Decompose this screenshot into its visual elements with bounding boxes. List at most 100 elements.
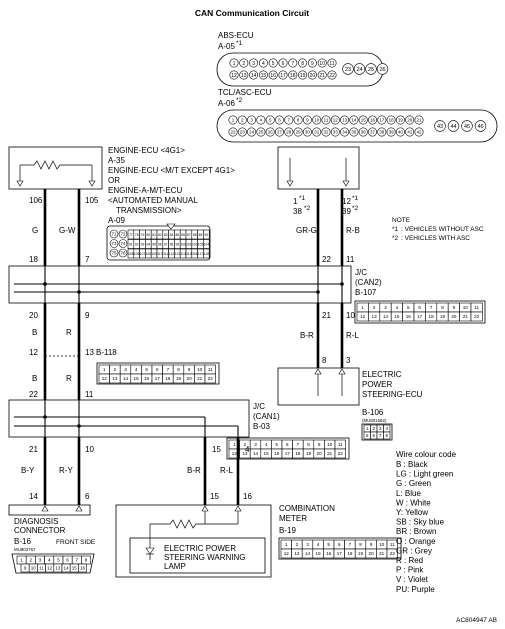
pin [118,248,128,258]
pin [258,70,268,80]
eps-ecu-line-2: POWER [362,380,392,389]
pin-number: 14 [351,118,357,123]
pin-number: 46 [477,124,483,130]
pin-number: 102 [192,243,198,247]
pin [256,127,266,137]
pin-number: 11 [324,118,329,123]
pin [340,115,350,125]
pin-number: 10 [379,542,385,547]
pin-number: 19 [300,73,306,79]
engine-ecu-line-6: <AUTOMATED MANUAL [108,196,198,205]
pin [349,127,359,137]
pin-number: 8 [177,367,180,372]
pin-number: 90 [204,233,208,237]
pin [268,70,278,80]
pin-number: 11 [329,61,334,67]
wire-color-b-upper: B [32,328,37,337]
wire-color-r-y: R-Y [59,466,73,475]
pin-number: 85 [175,233,179,237]
pin-cell [78,563,87,573]
pin-number: 112 [169,252,174,256]
pin-number: 105 [128,252,134,256]
wire-color-b-lower: B [32,374,37,383]
pin-number: 91 [129,243,133,247]
pin-number: 2 [114,367,117,372]
pin-number: 40 [398,130,404,135]
pin-number: 31 [314,130,320,135]
abs-pin-right-mark: *1 [352,195,359,202]
pin-number: 15 [394,314,400,319]
pin-number: 5 [269,118,272,123]
pin-number: 22 [474,314,480,319]
pin-number: 10 [463,305,469,310]
pin [377,115,387,125]
pin-number: 44 [450,124,456,130]
eps-pin-3: 3 [346,356,351,365]
pin-number: 5 [275,442,278,447]
pin-number: 8 [85,558,88,564]
pin-number: 15 [361,118,367,123]
pin-number: 1 [103,367,106,372]
pin-number: 43 [437,124,443,130]
pin-number: 21 [463,314,469,319]
pin-number: 42 [416,130,422,135]
abs-pin-left-alt-mark: *2 [304,205,311,212]
pin-number: 81 [152,233,156,237]
pin-number: 20 [369,551,375,556]
pin [118,239,128,248]
pin-number: 13 [112,376,118,381]
legend-item: BR : Brown [396,527,436,536]
wire-color-b-r-lower: B-R [187,466,201,475]
legend-item: L: Blue [396,489,421,498]
wire-color-g-w: G-W [59,226,76,235]
diagnosis-code: MU803767 [14,547,36,552]
pin [474,120,487,132]
pin-number: 4 [317,542,320,547]
pin-number: 15 [134,376,140,381]
note-title: NOTE [392,217,411,224]
legend-item: W : White [396,498,431,507]
pin-number: 89 [199,233,203,237]
pin-number: 16 [326,551,332,556]
pin [330,127,340,137]
legend-item: SB : Sky blue [396,518,445,527]
pin-cell [203,248,210,259]
warning-lamp-box [129,537,266,574]
wire-color-b-y: B-Y [21,466,35,475]
pin-number: 22 [208,376,214,381]
pin [298,70,308,80]
jc1-pin-21: 21 [29,445,38,454]
legend-item: PU: Purple [396,585,435,594]
pin-number: 18 [290,73,296,79]
pin-number: 12 [360,314,366,319]
pin-number: 88 [193,233,197,237]
pin [274,115,284,125]
meter-pin-15: 15 [210,492,219,501]
pin-number: 18 [165,376,171,381]
pin [317,58,327,68]
pin-number: 9 [453,305,456,310]
pin-number: 3 [379,426,382,431]
pin-number: 13 [294,551,300,556]
pin [414,115,424,125]
pin-number: 4 [262,61,265,67]
engine-ecu-line-3: ENGINE-ECU <M/T EXCEPT 4G1> [108,166,235,175]
pin [358,115,368,125]
pin-number: 21 [416,118,422,123]
pin [395,115,405,125]
pin-number: 4 [386,426,389,431]
note-mark-2: *2 [392,235,399,242]
legend-item: Y: Yellow [396,508,428,517]
pin-number: 32 [323,130,329,135]
pin-number: 9 [188,367,191,372]
engine-pin-105: 105 [85,196,99,205]
legend-item: G : Green [396,479,431,488]
pin [284,115,294,125]
pin-number: 3 [254,442,257,447]
